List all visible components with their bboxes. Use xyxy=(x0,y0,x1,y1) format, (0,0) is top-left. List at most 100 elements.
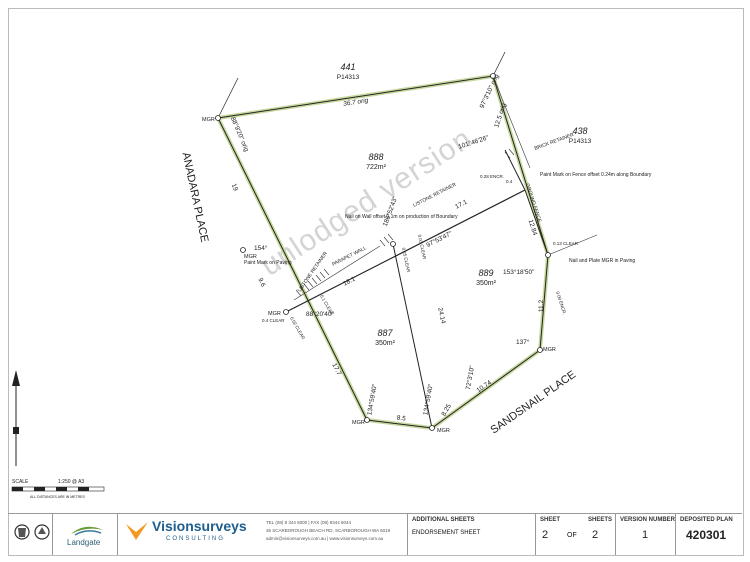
lot-887-area: 350m² xyxy=(375,340,396,347)
dim-left-len: 19 xyxy=(230,183,239,193)
landgate-text: Landgate xyxy=(67,538,101,547)
dim-bottom-bearing: 72°3'10" xyxy=(464,364,476,390)
mgr-mark xyxy=(545,252,551,258)
scale-label: SCALE xyxy=(12,479,29,485)
title-block: Landgate Visionsurveys CONSULTING TEL (0… xyxy=(8,513,742,555)
note-encr3: 0.09 ENCR. xyxy=(555,291,567,315)
vision-contact-3: admin@visionsurveys.com.au | www.visions… xyxy=(266,536,384,541)
vision-contact-2: 36 SCARBOROUGH BEACH RD, SCARBOROUGH WA … xyxy=(266,528,391,533)
dim-left-angle: 154° xyxy=(254,244,268,252)
mgr-mark xyxy=(240,247,246,253)
north-arrow xyxy=(12,370,20,466)
mgr-label: MGR xyxy=(244,254,257,260)
mgr-label: MGR xyxy=(543,347,556,353)
sheet-heading: SHEET xyxy=(540,517,561,523)
dimension-labels: 36.7 orig 88°9'20" orig 19 154° 9.6 97°3… xyxy=(229,72,545,422)
note-paint-fence: Paint Mark on Fence offset 0.24m along B… xyxy=(540,172,652,178)
context-line xyxy=(547,234,598,256)
dim-bottom-left: 8.5 xyxy=(396,414,406,422)
survey-plan: 441 P14313 438 P14313 888 722m² 889 350m… xyxy=(11,51,652,499)
lot-438-number: 438 xyxy=(572,126,587,136)
mgr-label: MGR xyxy=(268,311,281,317)
lot-line-887-889 xyxy=(392,243,433,429)
vision-brand: Visionsurveys xyxy=(152,518,247,534)
parapet-wall-line xyxy=(293,245,381,301)
landgate-cell: Landgate xyxy=(52,514,117,555)
road-anadara: ANADARA PLACE xyxy=(180,151,211,243)
note-clear2: 0.25 CLEAR xyxy=(401,247,411,273)
note-encr2: 0.4 xyxy=(506,179,513,184)
version-cell: VERSION NUMBER 1 xyxy=(615,514,675,555)
mgr-mark xyxy=(490,73,496,79)
lot-line-888-south xyxy=(285,189,526,313)
vision-sub: CONSULTING xyxy=(166,536,225,542)
lot-888-number: 888 xyxy=(368,152,383,162)
dim-mid-len: 17.1 xyxy=(454,198,469,210)
version-number: 1 xyxy=(642,529,649,541)
sheet-cell: SHEET SHEETS 2 OF 2 xyxy=(535,514,615,555)
plan-frame xyxy=(8,8,744,556)
dim-ne-bearing: 101°46'26" xyxy=(457,133,490,151)
lot-889-area: 350m² xyxy=(476,280,497,287)
sheets-heading: SHEETS xyxy=(588,517,613,523)
wa-crest-icon xyxy=(14,524,50,540)
mgr-mark xyxy=(215,115,221,121)
scale-ratio: 1:250 @ A3 xyxy=(58,479,84,485)
dim-angle-887: 88°20'40" xyxy=(306,310,335,318)
landgate-logo-icon xyxy=(71,526,103,536)
context-line xyxy=(217,77,239,119)
lot-888-area: 722m² xyxy=(366,164,387,171)
wall-hatching xyxy=(295,148,515,297)
dim-angle-137: 137° xyxy=(516,338,530,346)
note-nail-wall: Nail on Wall offset 0.1m on production o… xyxy=(345,214,458,220)
context-line xyxy=(492,75,531,169)
sheet-of: OF xyxy=(567,532,577,539)
crest-cell xyxy=(8,514,52,555)
dim-bottom-b3: 134°59'40" xyxy=(365,383,378,416)
context-line xyxy=(492,51,506,77)
sheet-number: 2 xyxy=(542,529,549,541)
vision-cell: Visionsurveys CONSULTING TEL (08) 9 344 … xyxy=(117,514,407,555)
additional-sheets-cell: ADDITIONAL SHEETS ENDORSEMENT SHEET xyxy=(407,514,535,555)
note-clear6: 0.03 CLEAR xyxy=(417,234,427,260)
scale-note: ALL DISTANCES ARE IN METRES xyxy=(30,495,86,499)
dim-angle-center: 186°52'43" xyxy=(381,195,400,228)
note-clear1: 0.13 CLEAR xyxy=(553,241,579,246)
deposited-plan-number: 420301 xyxy=(686,528,727,542)
lot-line-ne xyxy=(504,149,526,191)
additional-sheets-heading: ADDITIONAL SHEETS xyxy=(412,517,475,523)
note-clear3: 0.4 CLEAR xyxy=(262,318,285,323)
dim-top: 36.7 orig xyxy=(343,97,369,108)
note-nail-plate: Nail and Plate MGR in Paving xyxy=(569,258,635,264)
note-clear5: 0.02 CLEAR xyxy=(289,316,306,341)
mgr-label: MGR xyxy=(437,428,450,434)
lot-line-east xyxy=(524,189,549,256)
note-limestone2: L/STONE RETAINER xyxy=(412,182,457,209)
survey-marks xyxy=(215,73,551,431)
deposited-plan-cell: DEPOSITED PLAN 420301 xyxy=(675,514,742,555)
dim-left-lower: 9.6 xyxy=(256,277,266,288)
lot-441-plan: P14313 xyxy=(337,74,360,81)
dim-lot-line: 24.14 xyxy=(436,307,446,325)
lot-889-number: 889 xyxy=(478,268,493,278)
mgr-mark xyxy=(537,347,543,353)
vision-contact-1: TEL (08) 9 344 6000 | FAX (08) 9344 6044 xyxy=(266,520,352,525)
deposited-plan-heading: DEPOSITED PLAN xyxy=(680,517,733,523)
mgr-mark xyxy=(283,309,289,315)
version-heading: VERSION NUMBER xyxy=(620,517,676,523)
scale-bar: SCALE 1:250 @ A3 ALL DISTANCES ARE IN ME… xyxy=(11,479,105,499)
sheets-total: 2 xyxy=(592,529,599,541)
note-paint-left: Paint Mark on Paving xyxy=(244,260,292,266)
dim-right-len: 12.84 xyxy=(527,219,539,237)
endorsement-sheet: ENDORSEMENT SHEET xyxy=(412,530,481,536)
mgr-label: MGR xyxy=(352,420,365,426)
vision-logo-icon xyxy=(126,522,148,540)
lot-887-number: 887 xyxy=(377,328,393,338)
mgr-mark xyxy=(364,417,370,423)
nail-mark xyxy=(390,241,396,247)
mgr-label: MGR xyxy=(202,117,215,123)
dim-angle-889: 153°18'50" xyxy=(503,268,535,276)
dim-right-lower: 11.2 xyxy=(538,300,545,313)
lot-438-plan: P14313 xyxy=(569,138,592,145)
lot-441-number: 441 xyxy=(340,62,355,72)
